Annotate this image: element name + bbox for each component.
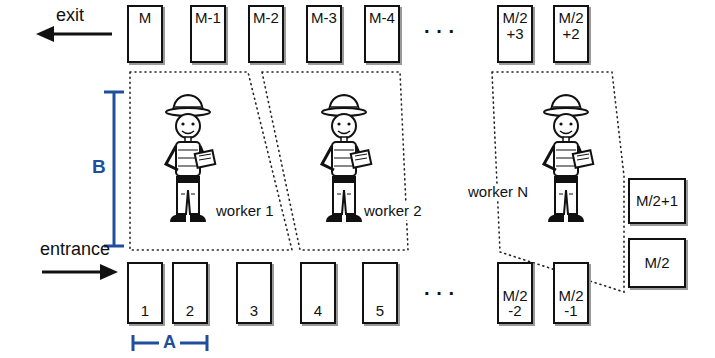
dimension-label: B xyxy=(92,157,106,178)
bay-box: M/2 xyxy=(628,238,686,288)
exit-arrow xyxy=(36,26,112,42)
bay-box: 5 xyxy=(362,262,398,324)
bay-box: M-3 xyxy=(306,5,342,63)
bay-box: M/2 +2 xyxy=(553,5,589,63)
work-zone xyxy=(262,72,408,250)
worker-label: worker 2 xyxy=(362,203,424,220)
bay-number: M/2 xyxy=(644,255,669,271)
bay-box: 3 xyxy=(236,262,272,324)
bay-number: M/2 +3 xyxy=(501,10,529,42)
bay-box: M/2 -1 xyxy=(553,262,589,324)
worker-label: worker 1 xyxy=(214,203,276,220)
ellipsis: · · · xyxy=(424,282,455,304)
bay-number: M-1 xyxy=(195,10,221,26)
entrance-arrow xyxy=(42,264,118,280)
bay-number: M/2 +2 xyxy=(557,10,585,42)
bay-number: M/2 -2 xyxy=(501,288,529,320)
bay-number: M-3 xyxy=(311,10,337,26)
bay-number: M/2 -1 xyxy=(557,288,585,320)
entrance-label: entrance xyxy=(40,240,110,260)
bay-number: M/2+1 xyxy=(636,193,678,209)
bay-number: 4 xyxy=(314,303,322,319)
bay-box: M/2 -2 xyxy=(497,262,533,324)
bay-box: M/2+1 xyxy=(628,178,686,224)
worker-figure xyxy=(544,95,593,222)
bay-box: M/2 +3 xyxy=(497,5,533,63)
bay-box: M xyxy=(127,5,163,63)
work-zones xyxy=(130,72,624,292)
bay-number: M-2 xyxy=(253,10,279,26)
bay-box: M-4 xyxy=(364,5,400,63)
work-zone xyxy=(130,72,292,250)
bay-number: M-4 xyxy=(369,10,395,26)
ellipsis: · · · xyxy=(424,20,455,42)
bay-box: 2 xyxy=(172,262,208,324)
bay-box: 4 xyxy=(300,262,336,324)
bay-number: 5 xyxy=(376,303,384,319)
bay-number: 3 xyxy=(250,303,258,319)
dimension-b xyxy=(104,92,124,246)
bay-number: 2 xyxy=(186,303,194,319)
dimension-label: A xyxy=(163,333,176,353)
worker-figure xyxy=(166,95,215,222)
bay-number: M xyxy=(139,10,152,26)
worker-label: worker N xyxy=(466,184,530,201)
exit-label: exit xyxy=(56,6,84,26)
bay-number: 1 xyxy=(141,303,149,319)
bay-box: M-1 xyxy=(190,5,226,63)
bay-box: 1 xyxy=(127,262,163,324)
bay-box: M-2 xyxy=(248,5,284,63)
work-zone xyxy=(492,72,624,292)
